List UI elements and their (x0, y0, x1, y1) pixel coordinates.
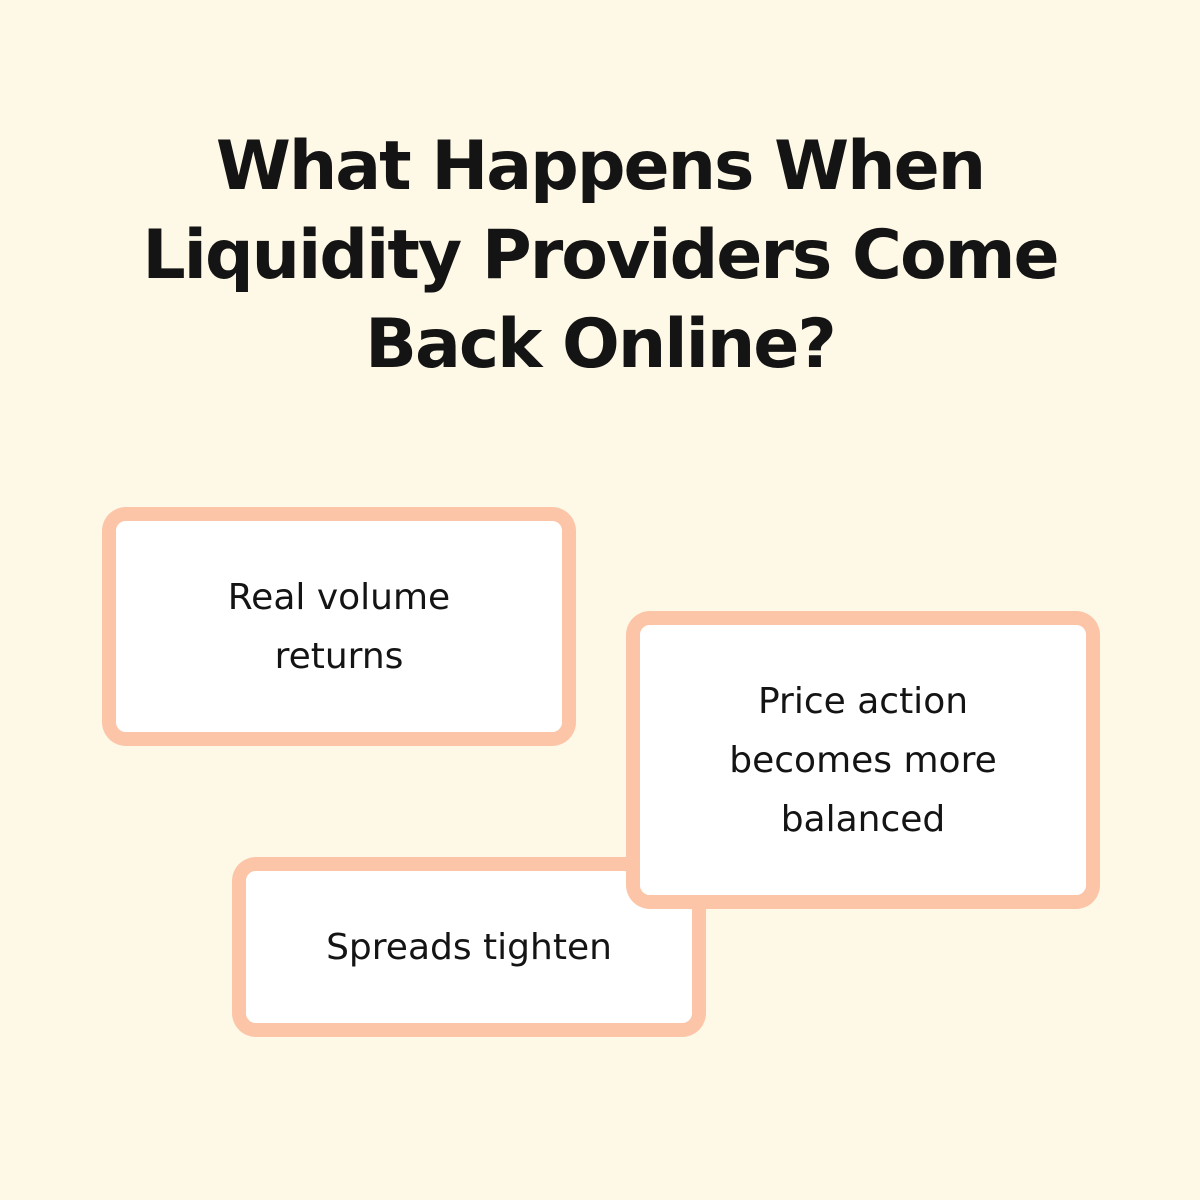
page-title: What Happens When Liquidity Providers Co… (0, 122, 1200, 389)
title-line: Liquidity Providers Come (142, 216, 1059, 295)
card-text: Real volume returns (228, 568, 450, 686)
card-line: returns (274, 635, 404, 677)
card-price-action: Price action becomes more balanced (626, 611, 1100, 909)
card-text: Price action becomes more balanced (729, 672, 997, 849)
title-line: What Happens When (215, 127, 986, 206)
card-real-volume: Real volume returns (102, 507, 576, 746)
card-line: becomes more (729, 739, 997, 781)
title-line: Back Online? (365, 305, 837, 384)
card-line: Price action (757, 680, 969, 722)
card-text: Spreads tighten (326, 926, 612, 968)
card-line: Real volume (227, 576, 451, 618)
card-line: balanced (780, 798, 946, 840)
